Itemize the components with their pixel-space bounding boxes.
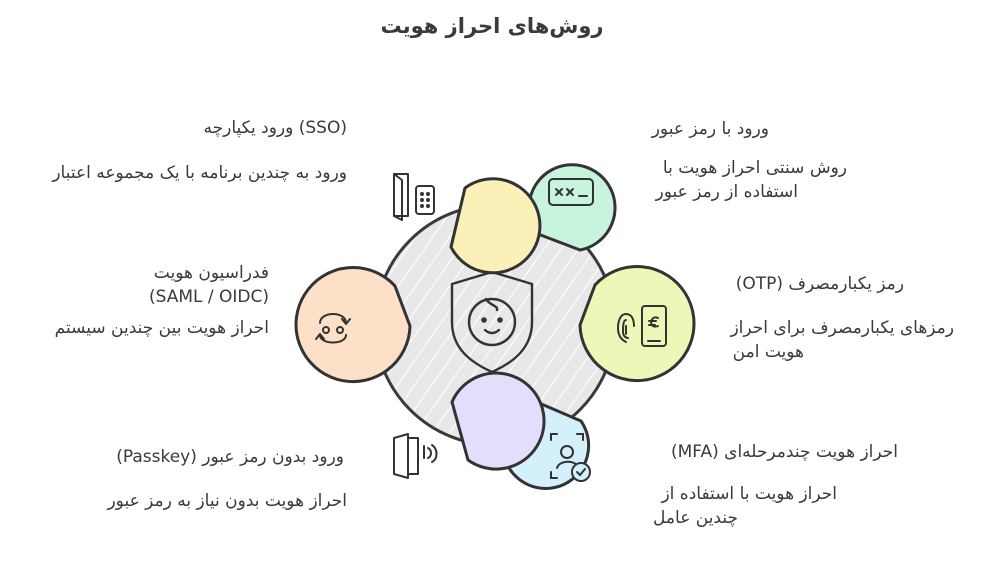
password-description-line-1: روش سنتی احراز هویت با	[662, 158, 847, 178]
door-contactless-icon	[393, 433, 438, 479]
mfa-heading: احراز هویت چندمرحله‌ای (MFA)	[670, 442, 898, 462]
mfa-description-line-2: چندین عامل	[653, 508, 738, 528]
sync-people-icon	[315, 313, 351, 344]
petal-passkey	[393, 371, 546, 479]
federation-description: احراز هویت بین چندین سیستم	[54, 318, 269, 338]
password-description-line-2: استفاده از رمز عبور	[655, 182, 798, 202]
petal-federation	[294, 266, 412, 384]
petal-sso	[393, 173, 542, 275]
petal-password	[527, 163, 617, 252]
otp-description-line-2: هویت امن	[732, 342, 804, 362]
face-id-check-icon	[550, 433, 591, 482]
sso-description: ورود به چندین برنامه با یک مجموعه اعتبار	[52, 163, 347, 183]
fingerprint-phone-euro-icon	[616, 305, 667, 347]
password-heading: ورود با رمز عبور	[651, 119, 769, 139]
passkey-description: احراز هویت بدون نیاز به رمز عبور	[107, 491, 347, 511]
mfa-description-line-1: احراز هویت با استفاده از	[661, 484, 837, 504]
shield-baby-face-icon	[450, 270, 534, 374]
passkey-heading: ورود بدون رمز عبور (Passkey)	[116, 447, 344, 467]
door-keypad-icon	[393, 173, 435, 221]
diagram-title: روش‌های احراز هویت	[380, 14, 604, 38]
otp-heading: رمز یکبارمصرف (OTP)	[735, 274, 904, 294]
federation-heading-line-2: (SAML / OIDC)	[148, 287, 269, 307]
otp-description-line-1: رمزهای یکبارمصرف برای احراز	[730, 318, 954, 338]
federation-heading-line-1: فدراسیون هویت	[153, 263, 269, 283]
petal-otp	[578, 265, 696, 383]
sso-heading: (SSO) ورود یکپارچه	[203, 118, 347, 138]
password-field-icon	[548, 178, 594, 206]
